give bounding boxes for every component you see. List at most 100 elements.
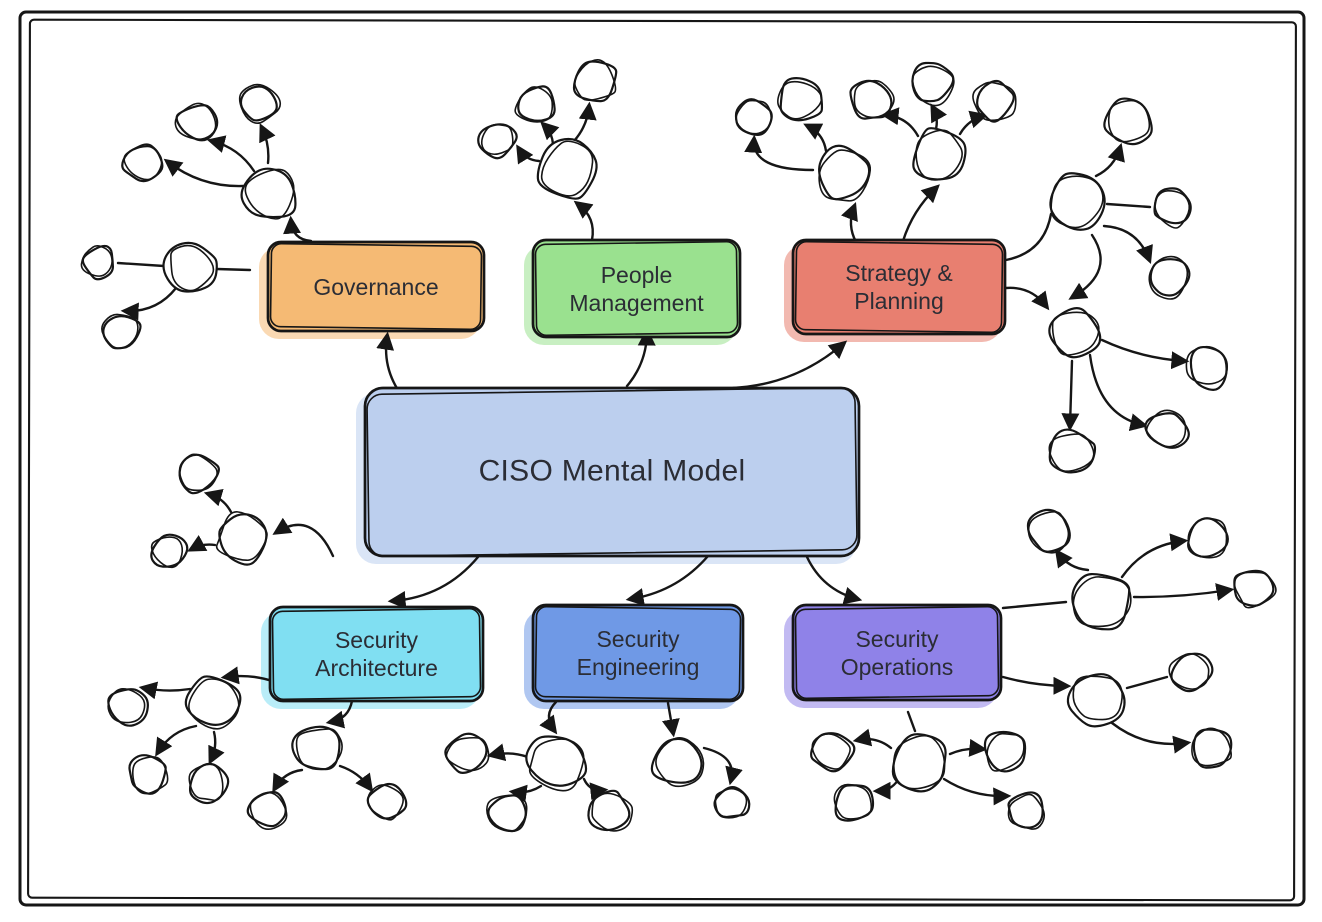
connector-arrow xyxy=(376,331,400,392)
scribble-bubble xyxy=(1185,345,1229,391)
connector-arrow xyxy=(1004,286,1050,311)
branch-box-security-architecture xyxy=(268,605,485,703)
scribble-bubble xyxy=(1071,572,1132,631)
connector-arrow xyxy=(163,158,245,188)
connector-arrow xyxy=(572,101,597,143)
scribble-bubble xyxy=(1007,791,1046,830)
scribble-bubble xyxy=(818,144,872,202)
scribble-bubble xyxy=(1048,306,1102,359)
connector-arrow xyxy=(272,768,304,793)
connector-arrow xyxy=(155,724,198,757)
scribble-bubble xyxy=(912,127,967,181)
connector-arrow xyxy=(208,730,225,765)
scribble-bubble xyxy=(849,79,895,120)
connector-arrow xyxy=(582,777,609,801)
scribble-bubble xyxy=(833,783,875,822)
scribble-bubble xyxy=(650,737,705,788)
connector-arrow xyxy=(120,286,178,321)
connector-arrow xyxy=(1004,212,1053,262)
connector-arrow xyxy=(539,700,558,735)
connector-arrow xyxy=(930,103,947,131)
scribble-bubble xyxy=(150,533,189,569)
connector-arrow xyxy=(1105,202,1152,209)
scribble-bubble xyxy=(536,137,598,200)
scribble-bubble xyxy=(891,733,947,793)
connector-arrow xyxy=(1068,233,1102,300)
scribble-bubble xyxy=(240,167,297,220)
frame-line xyxy=(27,18,1297,902)
connector-arrow xyxy=(661,701,680,738)
connector-arrow xyxy=(508,784,543,803)
scribble-bubble xyxy=(983,730,1027,773)
connector-arrow xyxy=(906,710,917,733)
connector-arrow xyxy=(259,123,276,165)
connector-arrow xyxy=(702,746,743,786)
connector-arrow xyxy=(325,699,354,729)
scribble-bubble xyxy=(713,786,751,819)
connector-arrow xyxy=(1054,548,1090,572)
scribble-bubble xyxy=(184,675,242,730)
scribble-bubble xyxy=(101,313,142,350)
scribble-bubble xyxy=(107,687,149,727)
scribble-bubble xyxy=(1191,727,1233,769)
connector-arrow xyxy=(1102,224,1153,265)
connector-arrow xyxy=(138,681,192,700)
connector-arrow xyxy=(540,121,560,146)
connector-arrow xyxy=(206,135,256,173)
outer-frame xyxy=(18,10,1306,907)
connector-arrow xyxy=(958,110,989,136)
connector-arrow xyxy=(625,554,710,606)
scribble-bubble xyxy=(215,511,268,566)
connector-arrow xyxy=(1120,533,1189,579)
connector-arrow xyxy=(872,778,900,800)
scribble-bubble xyxy=(1144,409,1190,449)
scribble-bubble xyxy=(1233,569,1277,609)
scribble-bubble xyxy=(246,790,288,831)
connector-arrow xyxy=(215,267,252,272)
scribble-bubble xyxy=(162,241,218,293)
scribble-bubble xyxy=(777,77,824,122)
scribble-bubble xyxy=(291,725,343,771)
connector-arrow xyxy=(1094,142,1125,178)
scribble-bubble xyxy=(486,794,528,833)
branch-box-strategy-planning xyxy=(791,238,1007,336)
scribble-bubble xyxy=(587,789,634,832)
connector-arrow xyxy=(1100,338,1190,370)
connector-arrow xyxy=(942,777,1012,806)
connector-arrow xyxy=(387,555,480,609)
scribble-bubble xyxy=(238,83,282,125)
scribble-bubble xyxy=(734,98,773,136)
connector-arrow xyxy=(272,517,335,558)
connector-arrow xyxy=(852,728,893,750)
scribble-bubble xyxy=(911,61,955,107)
scribble-bubble xyxy=(1048,428,1097,474)
scribble-bubble xyxy=(810,732,856,773)
connector-arrow xyxy=(338,764,374,793)
scribble-bubble xyxy=(444,732,490,774)
scribble-bubble xyxy=(174,102,219,142)
connector-arrow xyxy=(283,215,313,243)
connector-arrow xyxy=(805,555,863,605)
scribble-bubble xyxy=(366,782,408,821)
connector-arrow xyxy=(731,340,848,390)
connector-arrow xyxy=(1088,353,1149,432)
connector-arrow xyxy=(1001,600,1068,610)
scribble-bubble xyxy=(121,143,164,183)
connector-arrow xyxy=(901,184,940,243)
connector-arrow xyxy=(187,535,217,552)
connector-arrow xyxy=(1110,721,1192,754)
connector-arrow xyxy=(516,144,541,165)
scribble-bubble xyxy=(178,453,220,495)
connector-arrow xyxy=(948,738,988,757)
connector-arrow xyxy=(1001,675,1072,695)
branch-box-security-engineering xyxy=(531,603,745,703)
connector-arrow xyxy=(1061,359,1080,432)
scribble-bubble xyxy=(514,85,556,123)
frame-line xyxy=(18,10,1306,907)
connector-arrow xyxy=(744,134,815,172)
branch-box-security-operations xyxy=(791,603,1003,702)
scribble-bubble xyxy=(972,79,1017,123)
connector-arrow xyxy=(203,488,233,514)
bubble-layer xyxy=(80,58,1277,833)
